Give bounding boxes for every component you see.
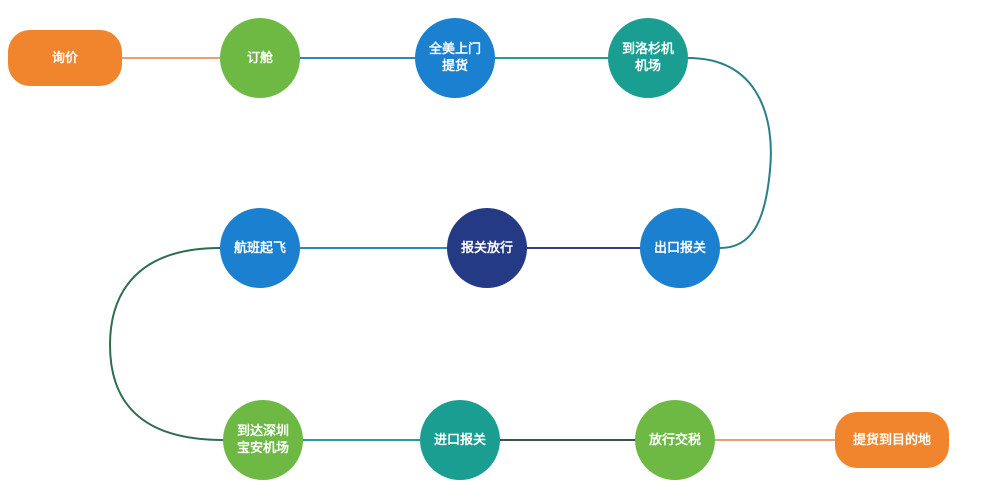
connector-curve-right [687, 57, 772, 249]
step-booking: 订舱 [220, 18, 300, 98]
step-customs-release: 报关放行 [447, 208, 527, 288]
connector-curve-left [108, 247, 224, 441]
step-deliver-destination: 提货到目的地 [835, 412, 949, 468]
step-arrive-lax: 到洛杉机机场 [608, 18, 688, 98]
step-us-pickup: 全美上门提货 [415, 18, 495, 98]
step-release-tax: 放行交税 [635, 400, 715, 480]
step-flight-departure: 航班起飞 [220, 208, 300, 288]
step-inquiry: 询价 [8, 30, 122, 86]
step-import-customs: 进口报关 [420, 400, 500, 480]
step-arrive-shenzhen: 到达深圳宝安机场 [223, 400, 303, 480]
step-export-customs: 出口报关 [640, 208, 720, 288]
